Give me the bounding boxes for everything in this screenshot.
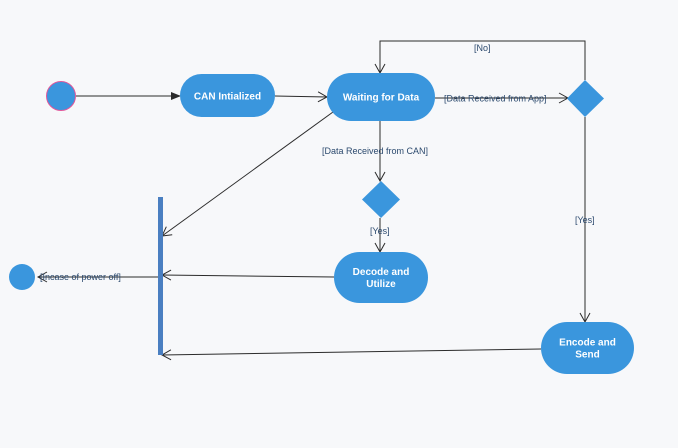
action-decode-and-utilize[interactable]: Decode and Utilize xyxy=(334,252,428,303)
guard-yes-can: [Yes] xyxy=(370,226,390,236)
initial-node[interactable] xyxy=(46,81,76,111)
guard-yes-app: [Yes] xyxy=(575,215,595,225)
decision-can[interactable] xyxy=(362,181,400,218)
action-waiting-for-data-shape xyxy=(327,73,435,121)
action-decode-and-utilize-label-line2: Utilize xyxy=(366,279,396,290)
decision-app[interactable] xyxy=(567,80,604,117)
final-node[interactable] xyxy=(9,264,35,290)
action-encode-and-send[interactable]: Encode and Send xyxy=(541,322,634,374)
action-encode-and-send-shape xyxy=(541,322,634,374)
guard-power-off: [Incase of power off] xyxy=(40,272,121,282)
guard-data-from-app: [Data Received from App] xyxy=(444,94,547,104)
action-waiting-for-data[interactable]: Waiting for Data xyxy=(327,73,435,121)
action-can-initialized-label: CAN Intialized xyxy=(194,92,261,103)
edge-init-to-waiting xyxy=(274,91,329,103)
edge-decode-to-bar xyxy=(160,269,335,281)
action-encode-and-send-label-line1: Encode and xyxy=(559,338,616,349)
join-bar[interactable] xyxy=(158,197,163,355)
edge-encode-to-bar xyxy=(160,348,542,361)
action-waiting-for-data-label: Waiting for Data xyxy=(343,93,420,104)
action-encode-and-send-label-line2: Send xyxy=(575,350,599,361)
edge-no-loop xyxy=(374,40,586,80)
action-can-initialized[interactable]: CAN Intialized xyxy=(180,74,275,117)
guard-data-from-can: [Data Received from CAN] xyxy=(322,146,428,156)
action-decode-and-utilize-label-line1: Decode and xyxy=(353,267,410,278)
edge-waiting-to-bar xyxy=(161,111,334,237)
guard-no: [No] xyxy=(474,43,491,53)
action-can-initialized-shape xyxy=(180,74,275,117)
action-decode-and-utilize-shape xyxy=(334,252,428,303)
